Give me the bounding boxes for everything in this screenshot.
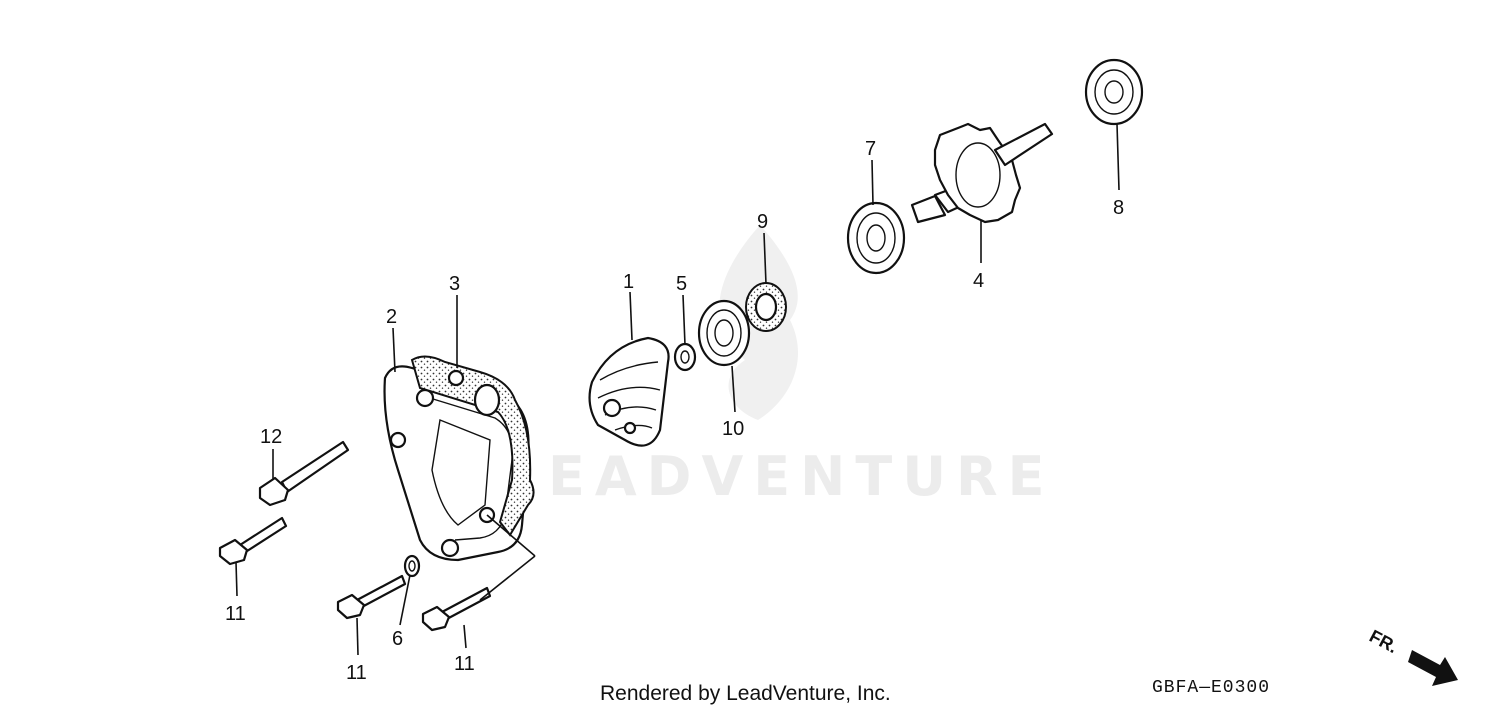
callout-2: 2 [386, 306, 397, 328]
callout-9: 9 [757, 211, 768, 233]
bearing-8[interactable] [1084, 58, 1144, 126]
callout-8: 8 [1113, 197, 1124, 219]
impeller[interactable] [588, 336, 670, 447]
bolt-11-middle[interactable] [336, 574, 407, 620]
callout-4: 4 [973, 270, 984, 292]
callout-11-left: 11 [225, 603, 246, 625]
bolt-11-left[interactable] [218, 516, 288, 566]
watermark-text: EADVENTURE [548, 445, 1055, 508]
water-pump-cover[interactable] [383, 365, 530, 562]
bolt-12[interactable] [258, 440, 350, 507]
water-pump-shaft[interactable] [910, 122, 1054, 224]
direction-label: FR. [1366, 626, 1401, 657]
gasket[interactable] [410, 355, 535, 537]
bolt-11-right[interactable] [421, 586, 492, 632]
callout-3: 3 [449, 273, 460, 295]
washer[interactable] [673, 342, 697, 372]
callout-5: 5 [676, 273, 687, 295]
callout-6: 6 [392, 628, 403, 650]
bearing-7[interactable] [846, 201, 906, 275]
diagram-code: GBFA—E0300 [1152, 678, 1271, 698]
washer-6[interactable] [403, 554, 421, 578]
leader-lines [235, 123, 1120, 656]
footer-credit: Rendered by LeadVenture, Inc. [600, 682, 891, 705]
callout-7: 7 [865, 138, 876, 160]
bearing-10[interactable] [697, 299, 751, 367]
callout-11-right: 11 [454, 653, 475, 675]
callout-11-middle: 11 [346, 662, 367, 684]
callout-1: 1 [623, 271, 634, 293]
front-arrow-icon: FR. [1366, 626, 1458, 686]
oil-seal[interactable] [745, 282, 787, 332]
callout-10: 10 [722, 418, 744, 440]
callout-12: 12 [260, 426, 282, 448]
